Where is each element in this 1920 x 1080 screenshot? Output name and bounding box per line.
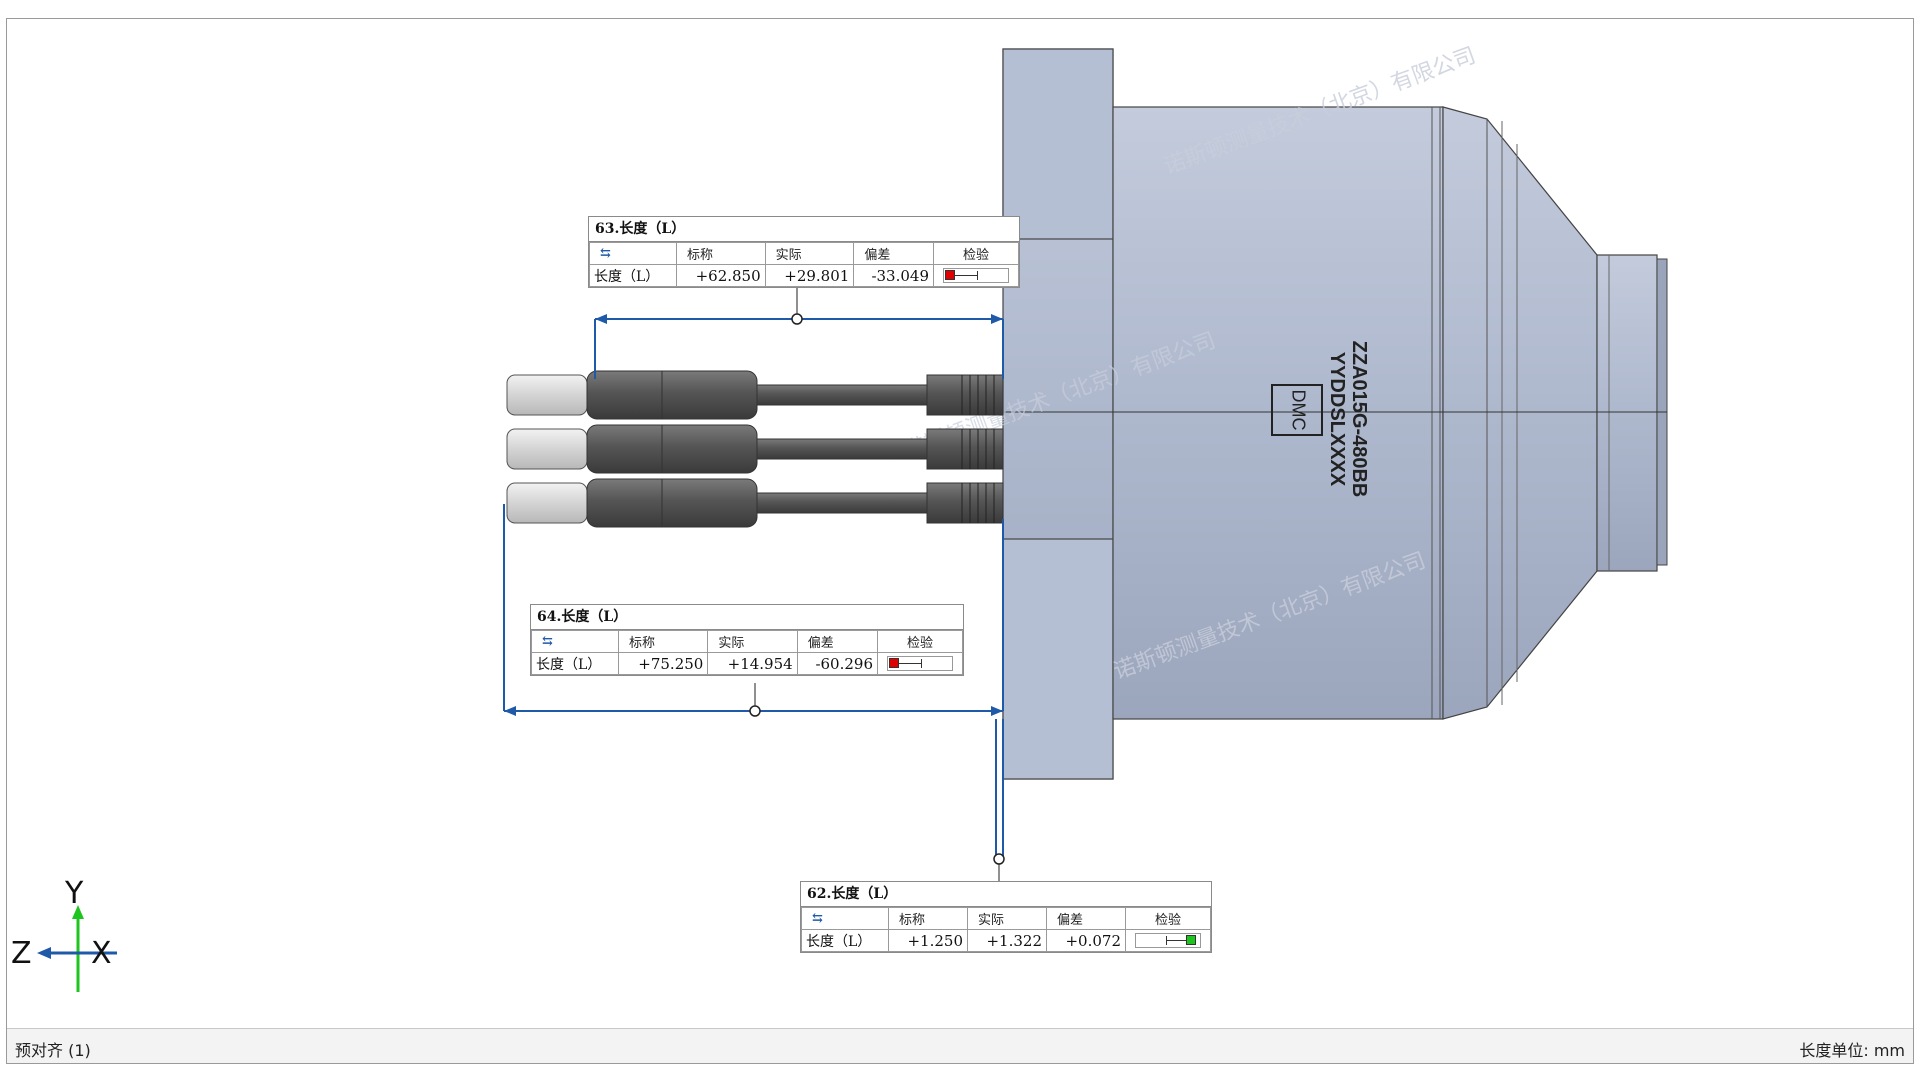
tolerance-gauge-fail xyxy=(887,656,953,671)
row-label: 长度（L） xyxy=(531,652,619,675)
connector-body: DMC ZZA015G-480BB YYDDSLXXXX 诺斯顿测量技术（北京）… xyxy=(901,43,1668,780)
cad-viewport[interactable]: DMC ZZA015G-480BB YYDDSLXXXX 诺斯顿测量技术（北京）… xyxy=(7,19,1913,1028)
callout-64[interactable]: 64.长度（L） ⇆ 标称 实际 偏差 检验 长度（L） +75.250 +14… xyxy=(530,604,964,676)
callout-title: 62.长度（L） xyxy=(801,882,1211,907)
actual-value: +29.801 xyxy=(764,264,855,287)
header-nominal: 标称 xyxy=(617,630,709,653)
header-deviation: 偏差 xyxy=(853,242,934,265)
header-actual: 实际 xyxy=(967,907,1047,930)
part-drawing: DMC ZZA015G-480BB YYDDSLXXXX 诺斯顿测量技术（北京）… xyxy=(37,43,1668,992)
axis-z-label: Z xyxy=(11,936,32,971)
header-nominal: 标称 xyxy=(676,242,766,265)
nominal-value: +1.250 xyxy=(888,929,968,952)
callout-62[interactable]: 62.长度（L） ⇆ 标称 实际 偏差 检验 长度（L） +1.250 +1.3… xyxy=(800,881,1212,953)
alignment-status: 预对齐 (1) xyxy=(15,1041,91,1060)
nominal-value: +62.850 xyxy=(676,264,766,287)
callout-title: 63.长度（L） xyxy=(589,217,1019,242)
tolerance-gauge-pass xyxy=(1135,933,1201,948)
header-check: 检验 xyxy=(933,242,1019,265)
nominal-value: +75.250 xyxy=(617,652,709,675)
header-check: 检验 xyxy=(1125,907,1211,930)
actual-value: +14.954 xyxy=(707,652,798,675)
header-actual: 实际 xyxy=(764,242,855,265)
dimension-line-62[interactable] xyxy=(993,719,1005,881)
dimension-icon: ⇆ xyxy=(542,634,553,649)
deviation-value: +0.072 xyxy=(1046,929,1126,952)
status-bar: 预对齐 (1) 长度单位: mm xyxy=(7,1028,1913,1063)
dimension-line-64[interactable] xyxy=(503,504,1004,717)
length-unit-status: 长度单位: mm xyxy=(1799,1041,1905,1060)
pin-3[interactable] xyxy=(506,478,1004,528)
axis-x-label: X xyxy=(91,936,112,971)
engraving-line1: ZZA015G-480BB xyxy=(1348,341,1370,498)
tolerance-gauge-fail xyxy=(943,268,1009,283)
row-label: 长度（L） xyxy=(589,264,677,287)
row-label: 长度（L） xyxy=(801,929,889,952)
engraving-line2: YYDDSLXXXX xyxy=(1326,352,1348,487)
dimension-line-63[interactable] xyxy=(594,284,1004,379)
header-nominal: 标称 xyxy=(888,907,968,930)
callout-title: 64.长度（L） xyxy=(531,605,963,630)
deviation-value: -60.296 xyxy=(796,652,879,675)
pin-1[interactable] xyxy=(506,370,1004,420)
callout-63[interactable]: 63.长度（L） ⇆ 标称 实际 偏差 检验 长度（L） +62.850 +29… xyxy=(588,216,1020,288)
header-check: 检验 xyxy=(877,630,963,653)
header-deviation: 偏差 xyxy=(796,630,879,653)
pin-2[interactable] xyxy=(506,424,1004,474)
dimension-icon: ⇆ xyxy=(600,246,611,261)
dimension-icon: ⇆ xyxy=(812,911,823,926)
header-actual: 实际 xyxy=(707,630,798,653)
axis-triad xyxy=(37,905,117,992)
deviation-value: -33.049 xyxy=(853,264,934,287)
axis-y-label: Y xyxy=(65,876,84,911)
dmc-label: DMC xyxy=(1288,390,1308,431)
actual-value: +1.322 xyxy=(967,929,1047,952)
header-deviation: 偏差 xyxy=(1046,907,1126,930)
